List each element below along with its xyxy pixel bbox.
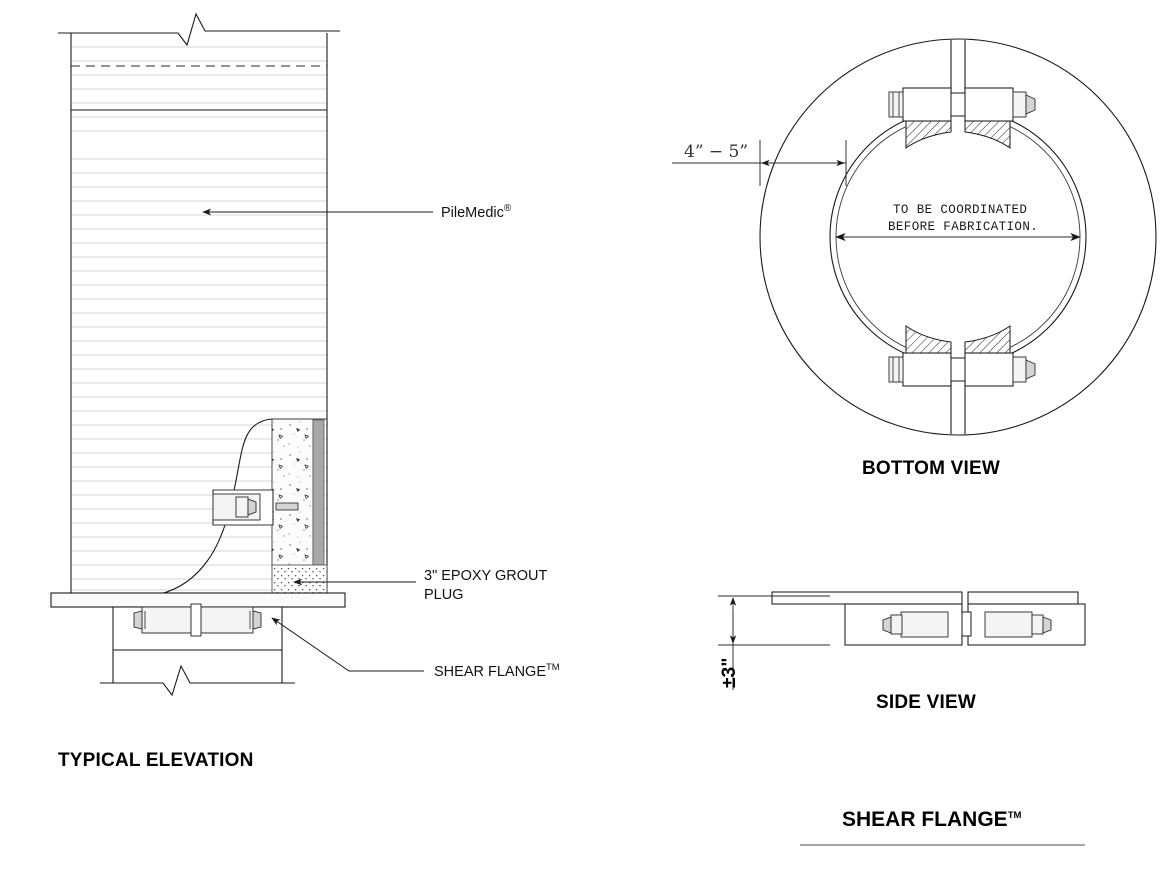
base-bolt-assembly xyxy=(133,603,262,637)
label-grout-plug-line1: 3" EPOXY GROUT xyxy=(424,568,547,584)
annulus-gap-dimension xyxy=(672,140,847,186)
plate-thickness-dimension xyxy=(718,595,830,690)
label-pilemedic: PileMedic® xyxy=(441,203,512,221)
top-break-line xyxy=(58,12,340,47)
main-title: SHEAR FLANGETM xyxy=(842,808,1021,831)
leader-shear-flange xyxy=(271,617,424,672)
upper-bolt-assembly xyxy=(212,489,299,526)
top-bolt-lug-assembly xyxy=(888,87,1036,122)
sheet-main-title-block: SHEAR FLANGETM xyxy=(800,808,1085,846)
epoxy-grout-plug xyxy=(271,564,328,597)
note-coordinate-line2: BEFORE FABRICATION. xyxy=(888,220,1038,234)
side-view-bolt-assembly xyxy=(882,611,1052,638)
typical-elevation-view: PileMedic® 3" EPOXY GROUT PLUG SHEAR FLA… xyxy=(50,12,560,771)
side-view: ±3" SIDE VIEW xyxy=(718,591,1086,713)
note-coordinate-line1: TO BE COORDINATED xyxy=(893,203,1027,217)
frp-jacket-strip xyxy=(312,419,325,584)
gusset-plates-top xyxy=(905,119,1011,149)
title-bottom-view: BOTTOM VIEW xyxy=(862,458,1000,479)
bottom-bolt-lug-assembly xyxy=(888,352,1036,387)
title-typical-elevation: TYPICAL ELEVATION xyxy=(58,750,254,771)
label-grout-plug-line2: PLUG xyxy=(424,587,464,603)
bottom-view: 4” − 5” TO BE COORDINATED BEFORE FABRICA… xyxy=(672,38,1157,479)
label-shear-flange: SHEAR FLANGETM xyxy=(434,662,560,680)
concrete-core-section xyxy=(271,418,327,571)
dimension-annulus-gap: 4” − 5” xyxy=(684,142,748,162)
gusset-plates-bottom xyxy=(905,325,1011,355)
dimension-plate-thickness: ±3" xyxy=(719,657,740,688)
side-view-plate xyxy=(771,591,1079,605)
title-side-view: SIDE VIEW xyxy=(876,692,976,713)
